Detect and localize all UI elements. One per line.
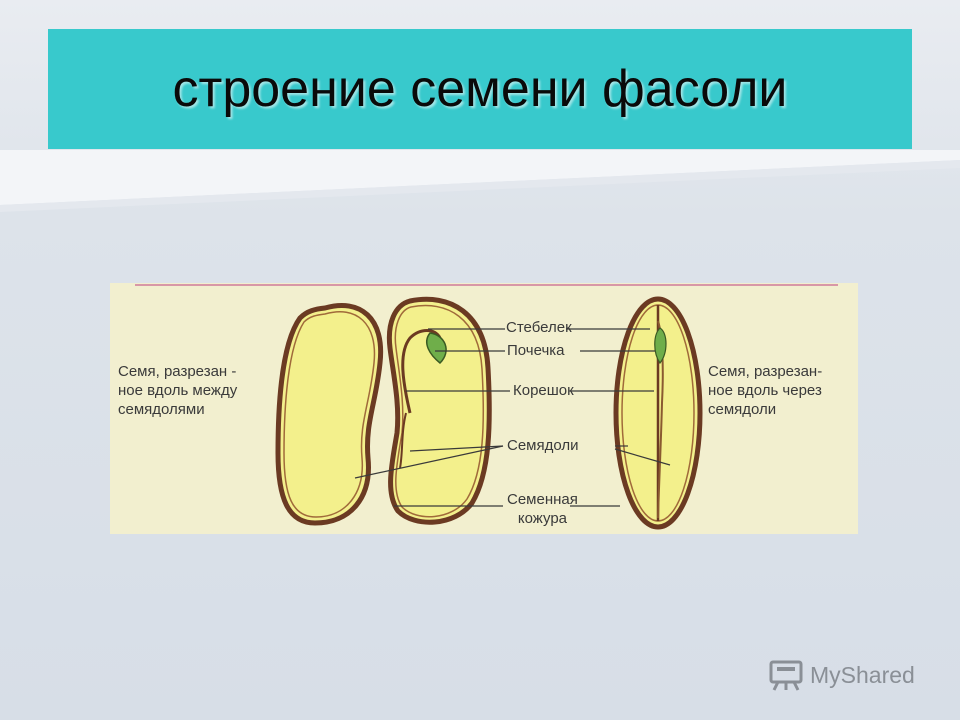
- bud-shape: [426, 332, 447, 365]
- slide-title: строение семени фасоли: [172, 60, 788, 118]
- right-bud-shape: [654, 327, 667, 365]
- presentation-board-icon: [769, 660, 803, 691]
- right-seed: [613, 296, 703, 530]
- title-banner: строение семени фасоли: [48, 29, 912, 149]
- middle-cotyledon: [386, 296, 492, 525]
- label-root: Корешок: [513, 382, 574, 399]
- myshared-watermark: MyShared: [768, 658, 915, 692]
- label-cotyledons: Семядоли: [507, 437, 579, 454]
- label-seed-coat: Семенная кожура: [507, 491, 578, 527]
- bean-seed-drawing: [135, 284, 838, 530]
- label-bud: Почечка: [507, 342, 565, 359]
- label-cut-through-cotyledons: Семя, разрезан- ное вдоль через семядоли: [708, 363, 823, 418]
- watermark-text: MyShared: [810, 661, 915, 688]
- left-cotyledon: [275, 302, 384, 526]
- bean-seed-figure: Семя, разрезан - ное вдоль между семядол…: [110, 283, 858, 534]
- leader-lines: [354, 328, 671, 507]
- label-stem: Стебелек: [506, 319, 572, 336]
- label-cut-between-cotyledons: Семя, разрезан - ное вдоль между семядол…: [118, 363, 238, 418]
